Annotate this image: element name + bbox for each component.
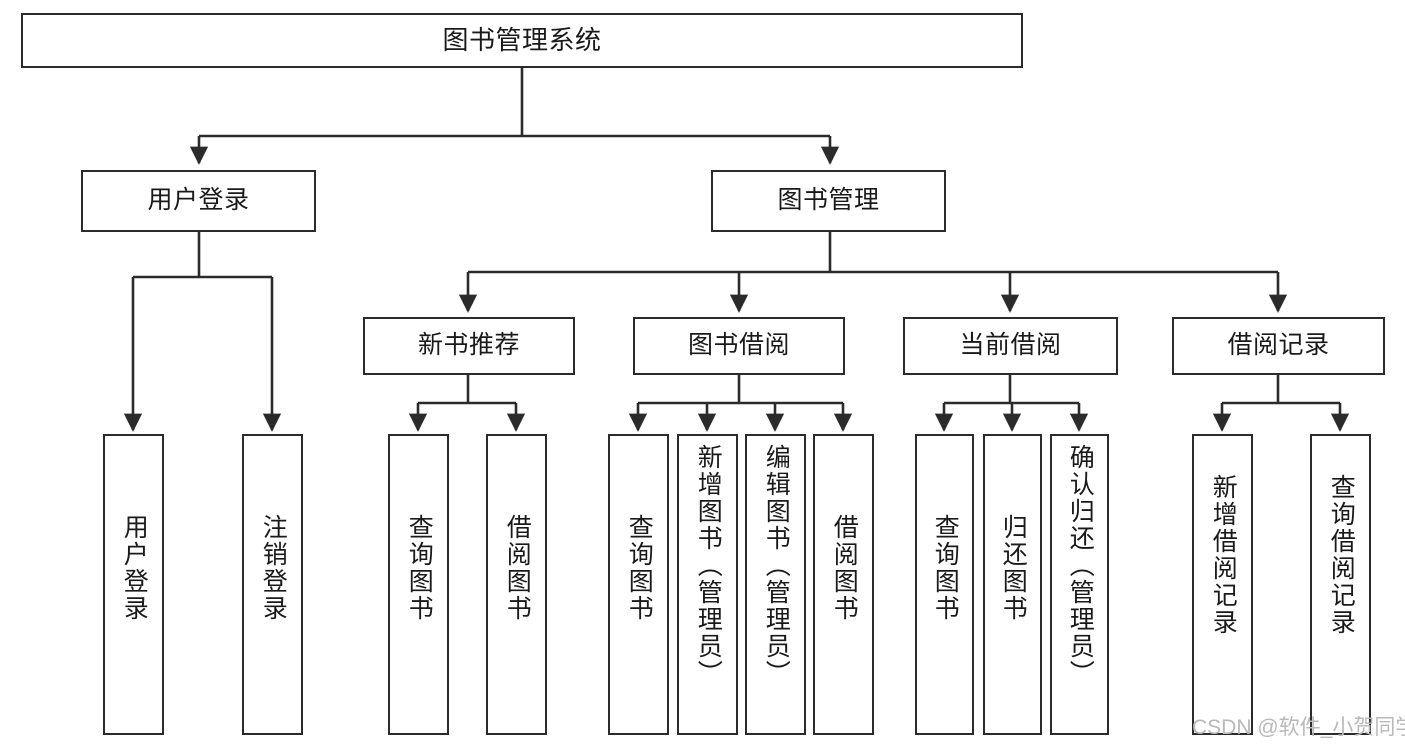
leaf-user-login[interactable]: 用户登录 — [103, 434, 164, 735]
leaf-logout[interactable]: 注销登录 — [242, 434, 303, 735]
leaf-add-record-label: 新增借阅记录 — [1209, 474, 1238, 636]
leaf-borrow-book-b-label: 借阅图书 — [830, 514, 859, 622]
leaf-add-record[interactable]: 新增借阅记录 — [1192, 434, 1253, 735]
node-borrow-record-label: 借阅记录 — [1227, 331, 1330, 360]
node-new-book-rec[interactable]: 新书推荐 — [363, 317, 575, 375]
leaf-borrow-book-a-label: 借阅图书 — [503, 514, 532, 622]
leaf-query-book-a-label: 查询图书 — [405, 514, 434, 622]
leaf-query-record[interactable]: 查询借阅记录 — [1310, 434, 1371, 735]
node-borrow-record[interactable]: 借阅记录 — [1172, 317, 1385, 375]
leaf-borrow-book-b[interactable]: 借阅图书 — [813, 434, 874, 735]
node-book-borrow-label: 图书借阅 — [687, 331, 790, 360]
leaf-query-book-c-label: 查询图书 — [931, 514, 960, 622]
leaf-edit-book-label: 编辑图书（管理员） — [762, 444, 791, 687]
node-current-borrow-label: 当前借阅 — [959, 331, 1062, 360]
leaf-borrow-book-a[interactable]: 借阅图书 — [486, 434, 547, 735]
node-current-borrow[interactable]: 当前借阅 — [903, 317, 1118, 375]
leaf-query-record-label: 查询借阅记录 — [1327, 474, 1356, 636]
leaf-logout-label: 注销登录 — [259, 514, 288, 622]
node-new-book-rec-label: 新书推荐 — [417, 331, 520, 360]
leaf-query-book-b[interactable]: 查询图书 — [608, 434, 669, 735]
node-book-manage[interactable]: 图书管理 — [711, 170, 946, 232]
node-user-login[interactable]: 用户登录 — [81, 170, 316, 232]
leaf-add-book-label: 新增图书（管理员） — [694, 444, 723, 687]
leaf-confirm-return-label: 确认归还（管理员） — [1066, 444, 1095, 687]
leaf-add-book[interactable]: 新增图书（管理员） — [677, 434, 738, 735]
node-user-login-label: 用户登录 — [147, 186, 250, 215]
node-root[interactable]: 图书管理系统 — [21, 13, 1023, 68]
node-book-manage-label: 图书管理 — [777, 186, 880, 215]
leaf-return-book[interactable]: 归还图书 — [983, 434, 1042, 735]
leaf-query-book-b-label: 查询图书 — [625, 514, 654, 622]
leaf-confirm-return[interactable]: 确认归还（管理员） — [1050, 434, 1109, 735]
leaf-user-login-label: 用户登录 — [120, 514, 149, 622]
leaf-query-book-a[interactable]: 查询图书 — [388, 434, 449, 735]
leaf-query-book-c[interactable]: 查询图书 — [915, 434, 974, 735]
node-book-borrow[interactable]: 图书借阅 — [633, 317, 845, 375]
leaf-edit-book[interactable]: 编辑图书（管理员） — [745, 434, 806, 735]
node-root-label: 图书管理系统 — [442, 25, 602, 56]
leaf-return-book-label: 归还图书 — [999, 514, 1028, 622]
